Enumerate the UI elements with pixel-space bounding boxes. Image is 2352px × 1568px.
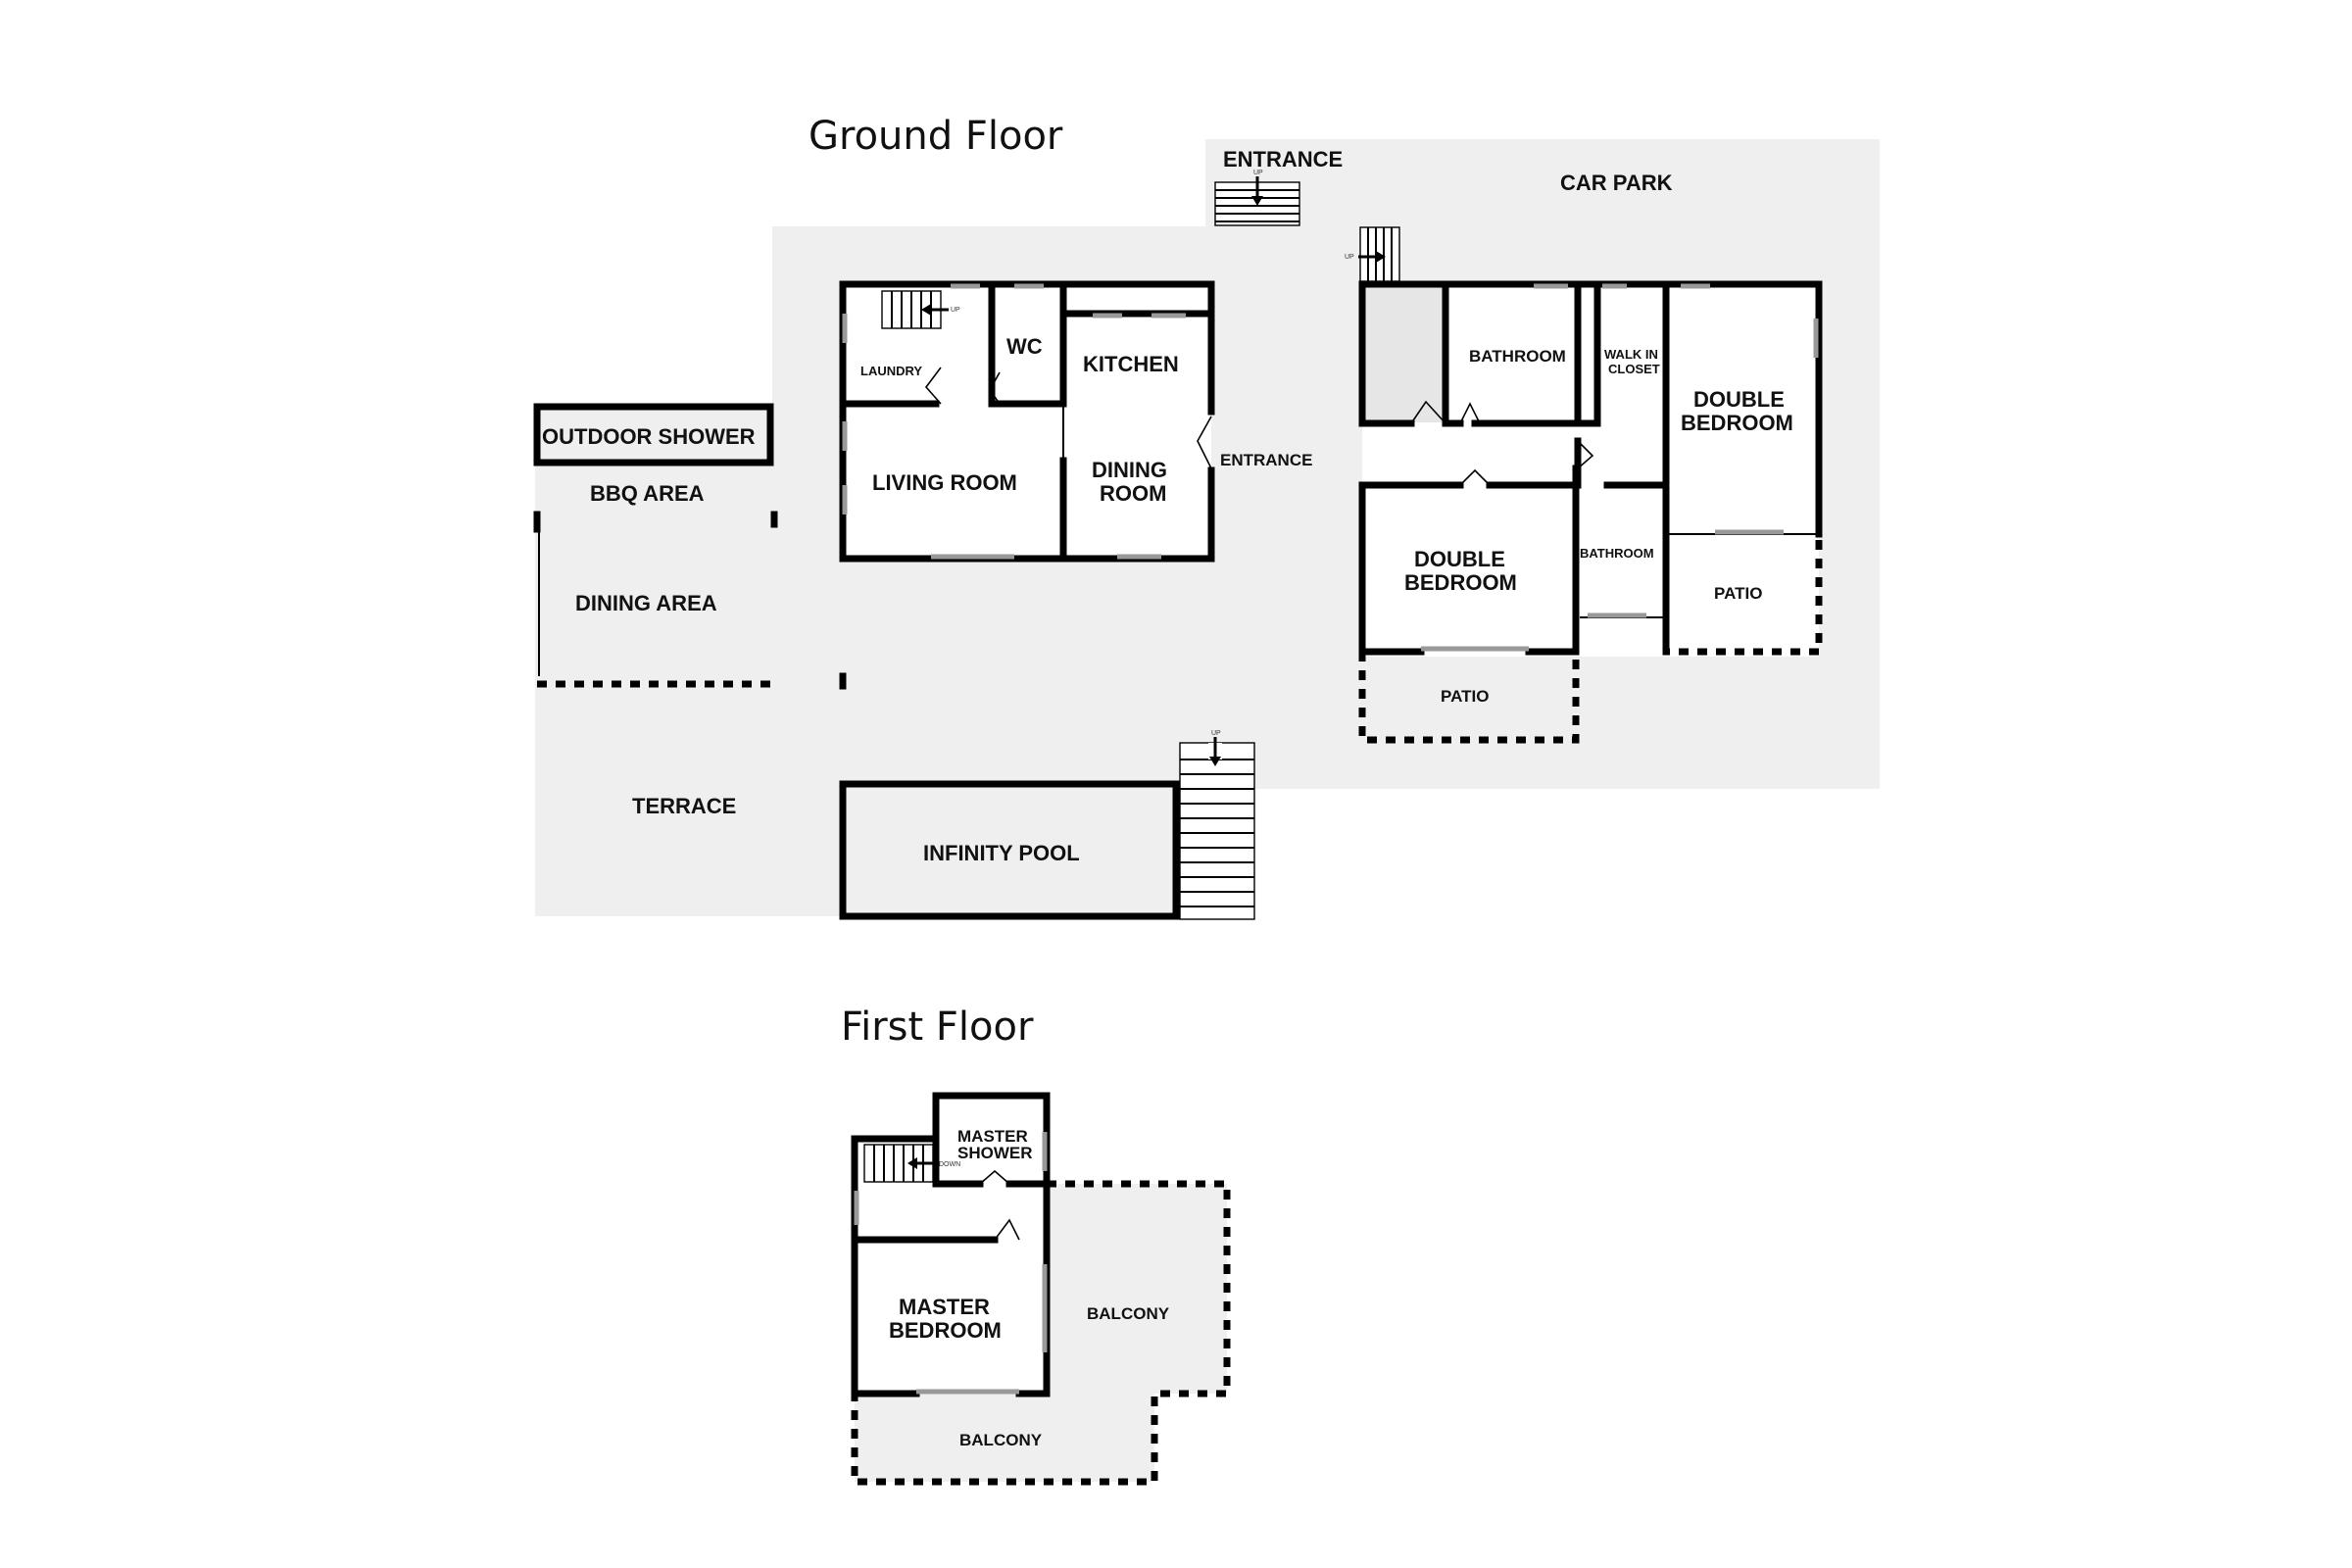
label-entrance-top: ENTRANCE bbox=[1223, 147, 1343, 172]
first-floor-title: First Floor bbox=[841, 1004, 1034, 1050]
main-house-walls: UP bbox=[839, 280, 1215, 563]
label-walk-in-closet-line1: WALK IN bbox=[1604, 347, 1658, 362]
label-dining-room-line1: DINING bbox=[1092, 458, 1167, 482]
label-living-room: LIVING ROOM bbox=[872, 470, 1017, 495]
label-double-bedroom-2-line2: BEDROOM bbox=[1404, 570, 1517, 595]
ground-floor: Ground Floor bbox=[533, 114, 1880, 920]
ground-floor-title: Ground Floor bbox=[808, 114, 1063, 159]
pool-stairs-label: UP bbox=[1211, 730, 1221, 737]
label-double-bedroom-1-line2: BEDROOM bbox=[1681, 411, 1793, 435]
ground-floor-labels: ENTRANCE CAR PARK OUTDOOR SHOWER BBQ ARE… bbox=[542, 147, 1793, 865]
label-wc: WC bbox=[1006, 334, 1043, 359]
label-master-shower-line1: MASTER bbox=[957, 1127, 1028, 1146]
label-bathroom-2: BATHROOM bbox=[1580, 546, 1654, 561]
label-bbq-area: BBQ AREA bbox=[590, 481, 705, 506]
label-bathroom-1: BATHROOM bbox=[1469, 347, 1566, 366]
bedroom-wing-walls bbox=[1358, 280, 1823, 744]
label-entrance-hall: ENTRANCE bbox=[1220, 451, 1312, 469]
first-floor-labels: MASTER SHOWER MASTER BEDROOM BALCONY BAL… bbox=[889, 1127, 1170, 1449]
label-car-park: CAR PARK bbox=[1560, 171, 1673, 195]
label-outdoor-shower: OUTDOOR SHOWER bbox=[542, 424, 756, 449]
label-master-bedroom-line1: MASTER bbox=[899, 1295, 990, 1319]
label-dining-room-line2: ROOM bbox=[1100, 481, 1166, 506]
carpark-stairs-label: UP bbox=[1345, 254, 1354, 261]
laundry-stairs: UP bbox=[881, 290, 960, 329]
label-laundry: LAUNDRY bbox=[860, 364, 922, 378]
infinity-pool bbox=[839, 780, 1180, 920]
entrance-stairs: UP bbox=[1214, 170, 1300, 226]
label-kitchen: KITCHEN bbox=[1083, 352, 1179, 376]
label-balcony-bottom: BALCONY bbox=[959, 1431, 1043, 1449]
label-balcony-right: BALCONY bbox=[1087, 1304, 1170, 1323]
label-terrace: TERRACE bbox=[632, 794, 736, 818]
label-double-bedroom-2-line1: DOUBLE bbox=[1414, 547, 1505, 571]
first-floor-stairs: DOWN bbox=[863, 1144, 960, 1183]
bbq-block-walls bbox=[533, 403, 847, 690]
label-dining-area: DINING AREA bbox=[575, 591, 717, 615]
master-suite-walls: DOWN bbox=[851, 1092, 1051, 1397]
entrance-stairs-label: UP bbox=[1253, 170, 1263, 176]
carpark-stairs: UP bbox=[1345, 226, 1400, 282]
label-patio-2: PATIO bbox=[1714, 584, 1762, 603]
laundry-stairs-label: UP bbox=[951, 307, 960, 314]
label-walk-in-closet-line2: CLOSET bbox=[1608, 362, 1660, 376]
first-floor: First Floor bbox=[841, 1004, 1231, 1486]
label-master-shower-line2: SHOWER bbox=[957, 1144, 1033, 1162]
label-double-bedroom-1-line1: DOUBLE bbox=[1693, 387, 1785, 412]
first-floor-stairs-label: DOWN bbox=[939, 1161, 960, 1168]
label-patio-1: PATIO bbox=[1441, 687, 1489, 706]
label-master-bedroom-line2: BEDROOM bbox=[889, 1318, 1002, 1343]
balconies bbox=[851, 1180, 1231, 1486]
pool-stairs: UP bbox=[1179, 730, 1255, 920]
label-infinity-pool: INFINITY POOL bbox=[923, 841, 1080, 865]
